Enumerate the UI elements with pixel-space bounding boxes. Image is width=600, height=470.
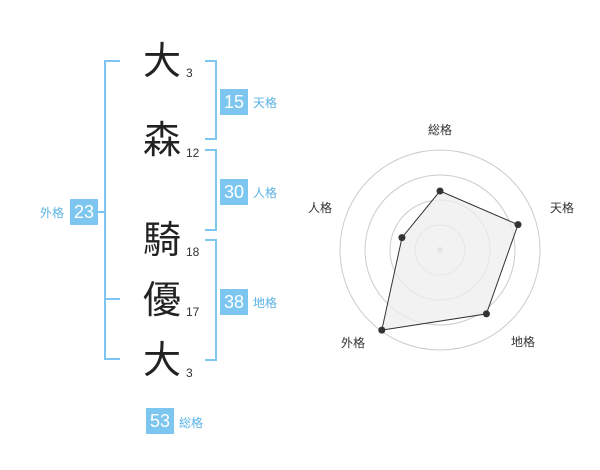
radar-label-chikaku: 地格 (511, 335, 536, 349)
radar-ring-4 (339, 149, 541, 351)
stroke-count-1: 3 (186, 66, 193, 80)
radar-point-0 (436, 187, 444, 195)
radar-label-jinkaku: 人格 (308, 201, 333, 215)
name-char-4: 優 (142, 278, 181, 322)
name-char-5: 大 (142, 338, 181, 382)
stroke-count-2: 12 (186, 146, 200, 160)
tenkaku-badge: 15 (220, 89, 248, 115)
radar-point-1 (514, 221, 522, 229)
radar-point-2 (482, 310, 490, 318)
gaikaku-label: 外格 (40, 206, 65, 220)
chikaku-bracket (205, 239, 217, 361)
radar-point-4 (398, 234, 406, 242)
jinkaku-label: 人格 (253, 186, 278, 200)
jinkaku-badge: 30 (220, 179, 248, 205)
chikaku-badge: 38 (220, 289, 248, 315)
soukaku-badge: 53 (146, 408, 174, 434)
gaikaku-badge: 23 (70, 199, 98, 225)
tenkaku-label: 天格 (253, 96, 278, 110)
radar-ring-3 (364, 174, 516, 326)
gaikaku-bracket-tick (104, 298, 120, 300)
stroke-count-3: 18 (186, 245, 200, 259)
stroke-count-5: 3 (186, 366, 193, 380)
radar-point-3 (378, 326, 386, 334)
gaikaku-connector (98, 211, 106, 213)
radar-label-tenkaku: 天格 (550, 201, 575, 215)
radar-label-gaikaku: 外格 (341, 336, 366, 350)
gaikaku-bracket (104, 60, 120, 360)
radar-label-soukaku: 総格 (428, 123, 453, 137)
radar-series-polygon (381, 190, 519, 331)
chikaku-label: 地格 (253, 296, 278, 310)
name-char-2: 森 (142, 118, 181, 162)
name-char-1: 大 (142, 39, 181, 83)
name-char-3: 騎 (142, 218, 181, 262)
stroke-count-4: 17 (186, 305, 200, 319)
tenkaku-bracket (205, 60, 217, 140)
soukaku-label: 総格 (179, 416, 204, 430)
jinkaku-bracket (205, 149, 217, 231)
